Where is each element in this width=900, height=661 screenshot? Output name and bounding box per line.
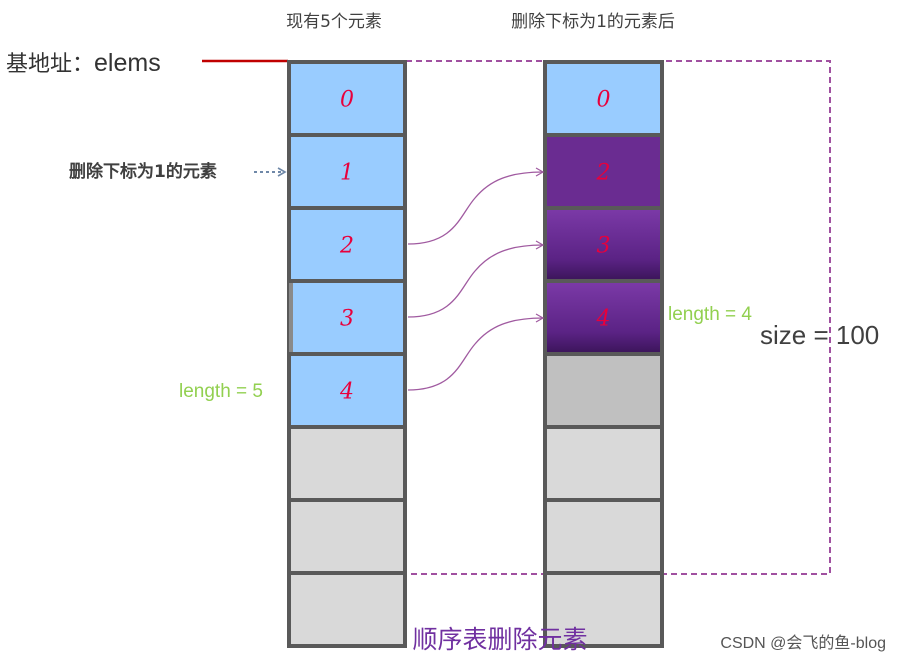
right-array-title: 删除下标为1的元素后 (511, 12, 675, 32)
right-array-cell-index-3: 4 (596, 307, 611, 332)
left-array-cell-index-1: 1 (340, 161, 354, 186)
right-array-cell-5 (543, 425, 664, 502)
right-array-cell-index-1: 2 (596, 161, 611, 186)
shift-arrow-2 (407, 167, 545, 245)
size-label: size = 100 (760, 320, 879, 350)
shift-arrow-3 (407, 240, 545, 318)
left-array-cell-5 (287, 425, 407, 502)
watermark: CSDN @会飞的鱼-blog (720, 634, 886, 652)
right-array-cell-index-2: 3 (597, 234, 611, 259)
left-array-cell-index-2: 2 (339, 234, 354, 259)
base-address-label: 基地址：elems (6, 49, 161, 77)
right-array-cell-0 (543, 60, 664, 137)
left-array: 0 1 2 3 4 (287, 60, 407, 648)
delete-note: 删除下标为1的元素 (69, 161, 217, 182)
left-array-title: 现有5个元素 (286, 12, 382, 32)
base-address-prefix: 基地址： (6, 52, 94, 77)
left-array-cell-2 (287, 206, 407, 283)
right-array-cell-6 (543, 498, 664, 575)
right-array-cell-1 (543, 133, 664, 210)
base-address-name: elems (94, 49, 161, 77)
right-array-cell-4 (543, 352, 664, 429)
left-array-cell-1 (287, 133, 407, 210)
right-array-cell-index-0: 0 (597, 88, 611, 113)
left-array-cell-index-4: 4 (339, 380, 354, 405)
right-array-cell-7 (543, 571, 664, 648)
right-array: 0 2 3 4 (543, 60, 664, 648)
left-array-cell-3-shade (289, 283, 293, 352)
left-array-cell-7 (287, 571, 407, 648)
diagram-caption: 顺序表删除元素 (412, 625, 587, 654)
left-length-label: length = 5 (179, 381, 263, 402)
left-array-cell-6 (287, 498, 407, 575)
left-array-cell-index-3: 3 (340, 307, 354, 332)
shift-arrow-4 (407, 313, 545, 391)
right-length-label: length = 4 (668, 304, 752, 325)
left-array-cell-index-0: 0 (340, 88, 354, 113)
left-array-cell-0 (287, 60, 407, 137)
left-array-cell-4 (287, 352, 407, 429)
